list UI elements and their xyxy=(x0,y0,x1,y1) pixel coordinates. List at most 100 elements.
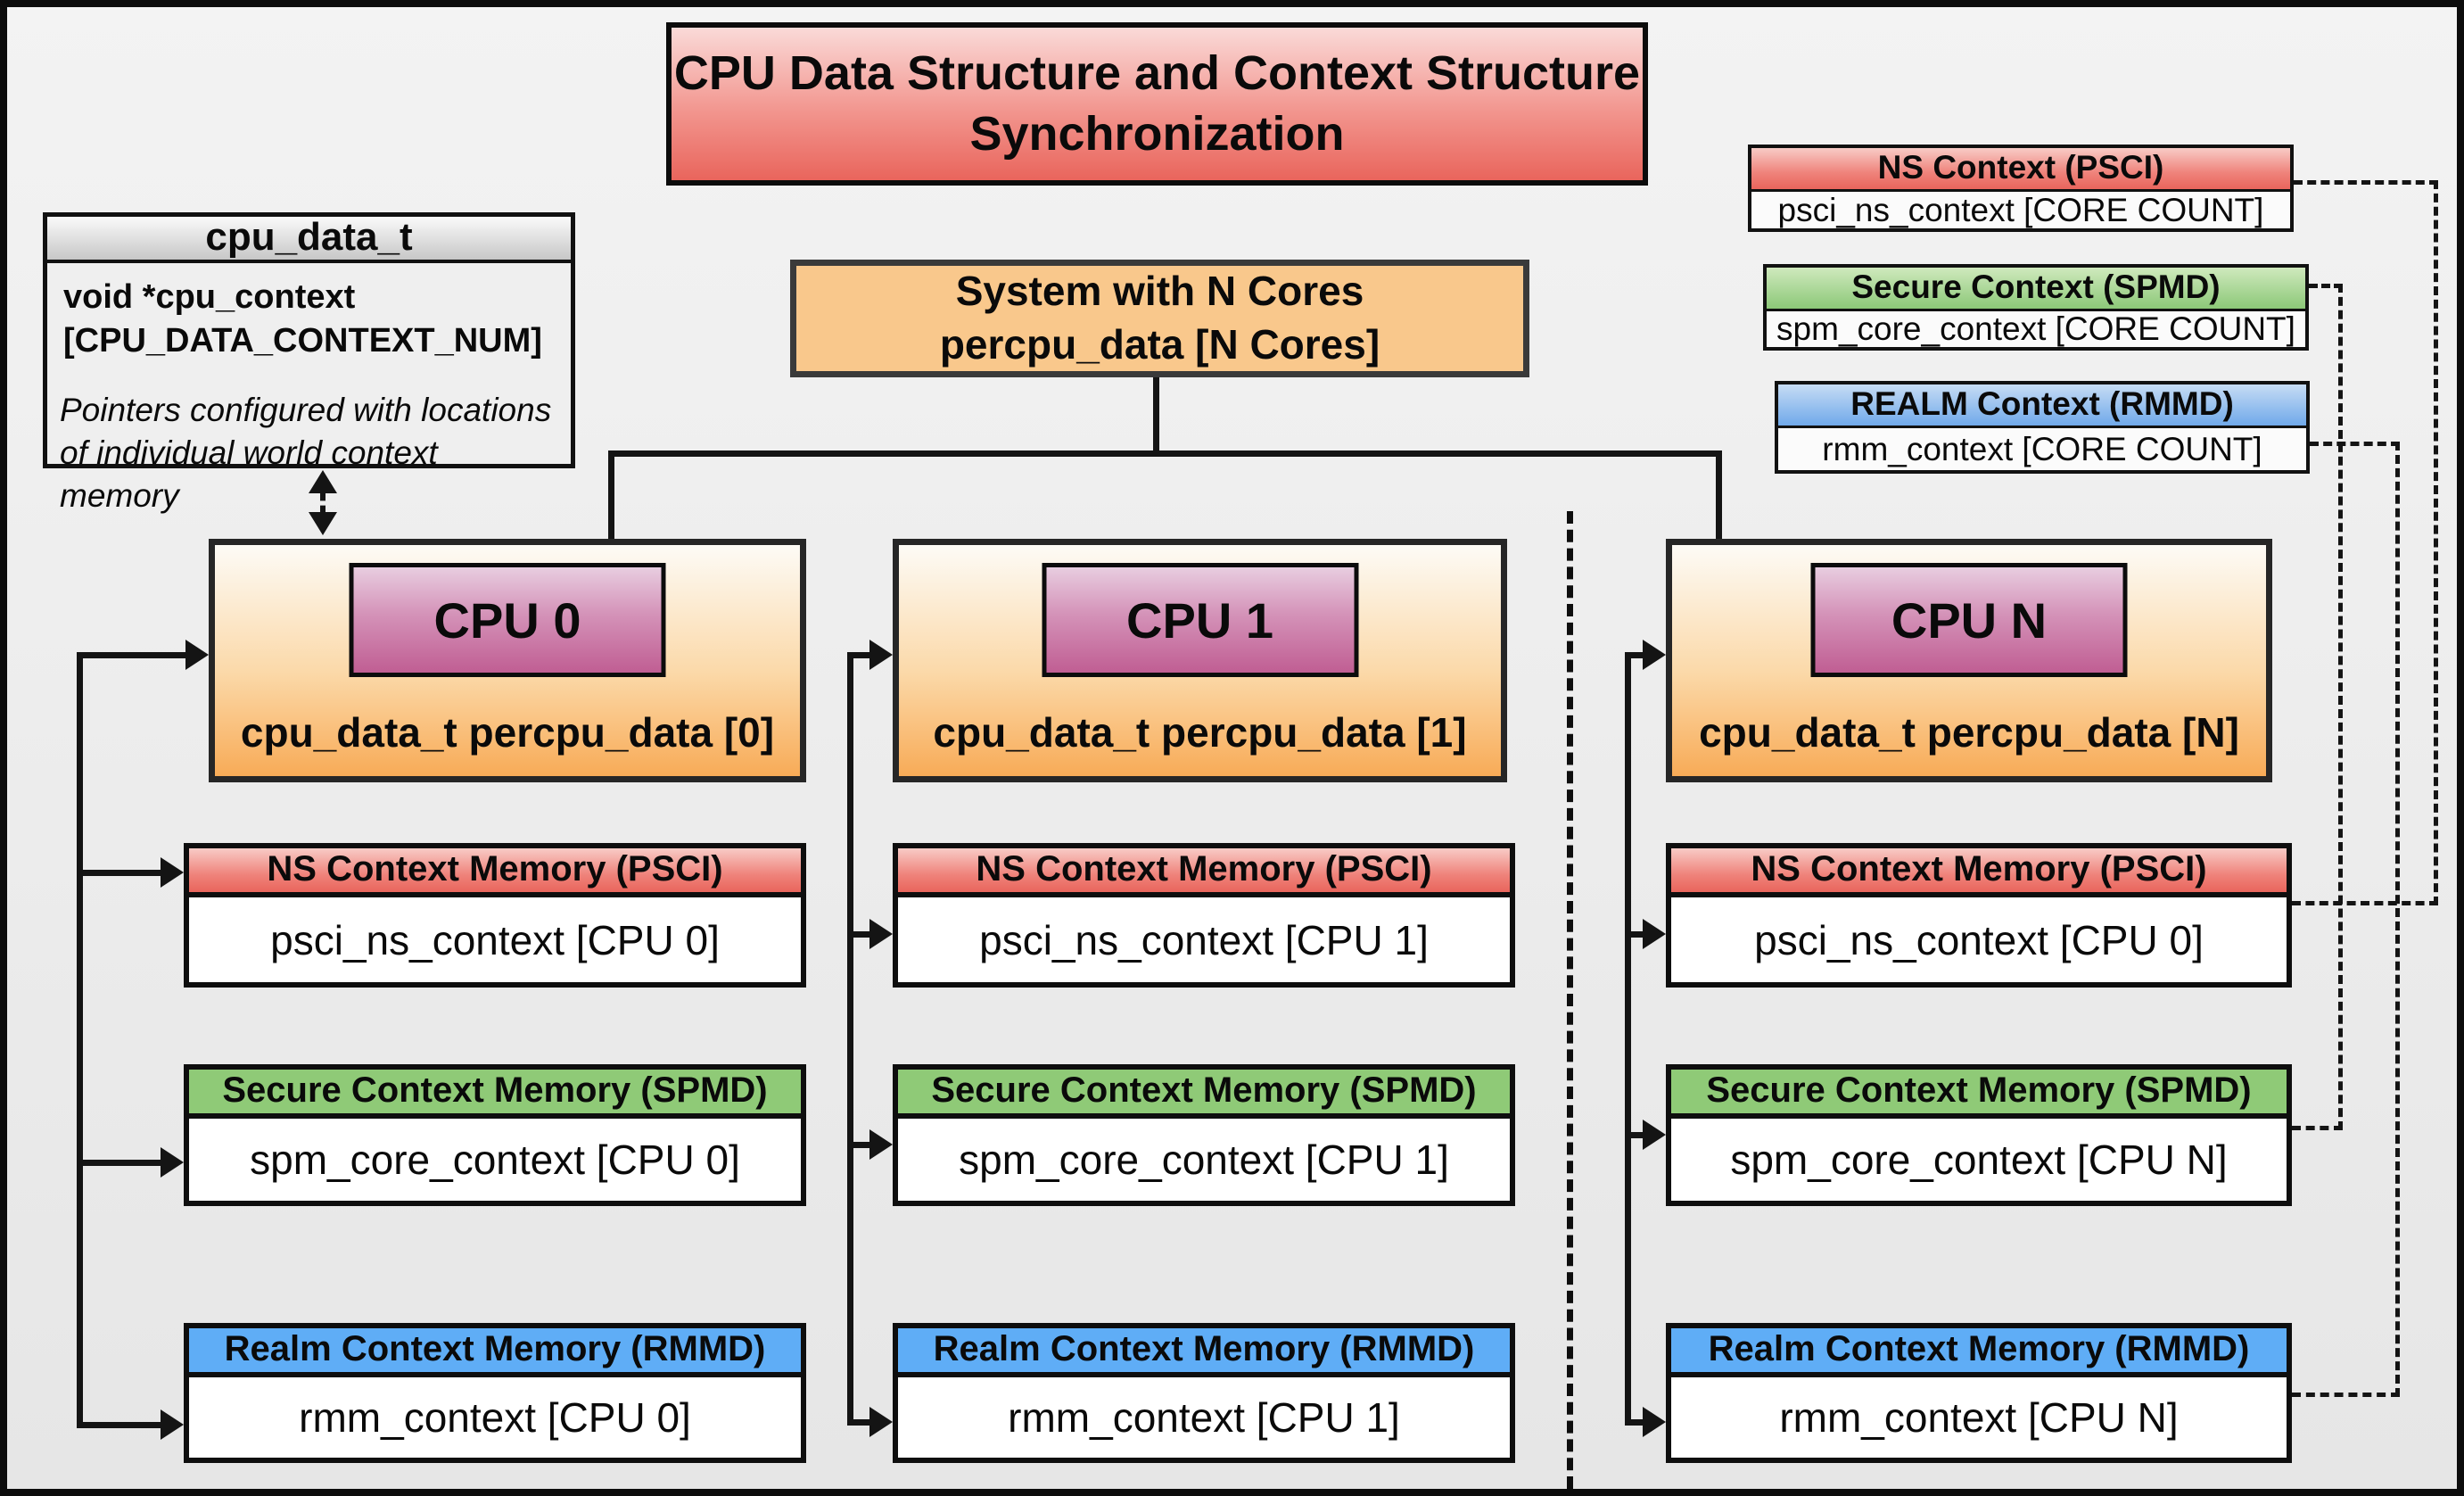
cpu1-ns-context-header: NS Context Memory (PSCI) xyxy=(898,848,1510,897)
dash-secure-top xyxy=(2309,284,2343,288)
dash-ns-vertical xyxy=(2434,180,2438,905)
dash-secure-bottom xyxy=(2292,1126,2343,1130)
legend-secure-context: Secure Context (SPMD) spm_core_context [… xyxy=(1763,264,2309,351)
cpu0-arrow-line-ns xyxy=(77,870,161,876)
cpun-realm-context-header: Realm Context Memory (RMMD) xyxy=(1671,1328,2287,1377)
dash-secure-vertical xyxy=(2338,284,2343,1130)
cpu-data-t-box: cpu_data_t void *cpu_context [CPU_DATA_C… xyxy=(43,212,575,514)
cpu0-ns-context-box: NS Context Memory (PSCI) psci_ns_context… xyxy=(184,843,806,988)
cpun-ns-context-header: NS Context Memory (PSCI) xyxy=(1671,848,2287,897)
dash-realm-top xyxy=(2310,442,2400,446)
cpu1-ns-context-box: NS Context Memory (PSCI) psci_ns_context… xyxy=(893,843,1515,988)
cpu1-secure-context-box: Secure Context Memory (SPMD) spm_core_co… xyxy=(893,1064,1515,1206)
cpun-realm-context-body: rmm_context [CPU N] xyxy=(1671,1377,2287,1458)
cpu0-realm-context-body: rmm_context [CPU 0] xyxy=(189,1377,801,1458)
legend-ns-header: NS Context (PSCI) xyxy=(1751,148,2290,192)
diagram-title-line1: CPU Data Structure and Context Structure xyxy=(673,46,1641,100)
dash-ns-top xyxy=(2294,180,2438,185)
connector-drop-cpun xyxy=(1716,450,1722,539)
dash-ns-bottom xyxy=(2292,901,2438,905)
cpun-secure-context-body: spm_core_context [CPU N] xyxy=(1671,1119,2287,1201)
cpu1-secure-context-body: spm_core_context [CPU 1] xyxy=(898,1119,1510,1201)
cpu0-ns-context-body: psci_ns_context [CPU 0] xyxy=(189,897,801,982)
cpu0-secure-context-box: Secure Context Memory (SPMD) spm_core_co… xyxy=(184,1064,806,1206)
cpu-data-t-field-line2: [CPU_DATA_CONTEXT_NUM] xyxy=(63,321,542,360)
cpu0-pointer-trunk xyxy=(77,652,83,1427)
cpu-data-t-note: Pointers configured with locations of in… xyxy=(47,362,571,517)
diagram-title: CPU Data Structure and Context Structure… xyxy=(666,22,1648,186)
diagram-title-line2: Synchronization xyxy=(969,106,1345,161)
legend-realm-context: REALM Context (RMMD) rmm_context [CORE C… xyxy=(1775,381,2310,474)
cpu1-arrow-secure-icon xyxy=(869,1129,893,1160)
cpun-ns-context-body: psci_ns_context [CPU 0] xyxy=(1671,897,2287,982)
cpu-data-t-field: void *cpu_context [CPU_DATA_CONTEXT_NUM] xyxy=(47,263,571,362)
cpu0-arrow-cpu-icon xyxy=(185,640,209,670)
connector-system-stem xyxy=(1153,377,1159,457)
cpu0-arrow-line-secure xyxy=(77,1160,161,1166)
legend-secure-header: Secure Context (SPMD) xyxy=(1767,268,2305,311)
cpun-realm-context-box: Realm Context Memory (RMMD) rmm_context … xyxy=(1666,1323,2292,1463)
cpu0-box: CPU 0 cpu_data_t percpu_data [0] xyxy=(209,539,806,782)
cpu1-arrow-line-cpu xyxy=(847,652,872,658)
cpu1-realm-context-body: rmm_context [CPU 1] xyxy=(898,1377,1510,1458)
cpun-arrow-cpu-icon xyxy=(1643,640,1666,670)
cpu1-arrow-line-ns xyxy=(847,931,872,938)
double-arrow-dash xyxy=(320,492,326,515)
system-box: System with N Cores percpu_data [N Cores… xyxy=(790,260,1529,377)
cpu1-secure-context-header: Secure Context Memory (SPMD) xyxy=(898,1070,1510,1119)
legend-secure-body: spm_core_context [CORE COUNT] xyxy=(1767,310,2305,347)
connector-branch-horizontal xyxy=(608,450,1722,457)
cpu1-realm-context-header: Realm Context Memory (RMMD) xyxy=(898,1328,1510,1377)
cpu0-realm-context-box: Realm Context Memory (RMMD) rmm_context … xyxy=(184,1323,806,1463)
cpun-data-label: cpu_data_t percpu_data [N] xyxy=(1699,709,2239,756)
cpu0-secure-context-body: spm_core_context [CPU 0] xyxy=(189,1119,801,1201)
cpu-data-t-note-line1: Pointers configured with locations xyxy=(60,392,552,429)
cpu1-arrow-realm-icon xyxy=(869,1407,893,1437)
cpu1-arrow-cpu-icon xyxy=(869,640,893,670)
cpu1-arrow-ns-icon xyxy=(869,919,893,949)
cpu0-realm-context-header: Realm Context Memory (RMMD) xyxy=(189,1328,801,1377)
cpu0-arrow-line-cpu xyxy=(77,652,185,658)
cpu1-realm-context-box: Realm Context Memory (RMMD) rmm_context … xyxy=(893,1323,1515,1463)
cpun-arrow-line-ns xyxy=(1625,931,1650,938)
cpu-data-t-note-line2: of individual world context memory xyxy=(60,434,438,515)
cpu1-ns-context-body: psci_ns_context [CPU 1] xyxy=(898,897,1510,982)
cpu0-arrow-line-realm xyxy=(77,1422,161,1428)
cpun-pointer-trunk xyxy=(1625,652,1631,1425)
cpu1-arrow-line-realm xyxy=(847,1419,872,1426)
cpun-arrow-realm-icon xyxy=(1643,1407,1666,1437)
legend-ns-context: NS Context (PSCI) psci_ns_context [CORE … xyxy=(1748,145,2294,232)
cpu0-badge: CPU 0 xyxy=(349,563,666,677)
double-arrow-down-icon xyxy=(309,512,337,535)
system-box-line1: System with N Cores xyxy=(955,268,1364,315)
cpu1-data-label: cpu_data_t percpu_data [1] xyxy=(933,709,1467,756)
cpun-arrow-line-secure xyxy=(1625,1132,1650,1138)
cpun-secure-context-box: Secure Context Memory (SPMD) spm_core_co… xyxy=(1666,1064,2292,1206)
cpun-box: CPU N cpu_data_t percpu_data [N] xyxy=(1666,539,2272,782)
cpun-badge: CPU N xyxy=(1810,563,2128,677)
cpun-ns-context-box: NS Context Memory (PSCI) psci_ns_context… xyxy=(1666,843,2292,988)
cpu-data-t-header: cpu_data_t xyxy=(47,217,571,263)
cpu0-secure-context-header: Secure Context Memory (SPMD) xyxy=(189,1070,801,1119)
column-divider-dashed xyxy=(1567,511,1573,1489)
legend-realm-body: rmm_context [CORE COUNT] xyxy=(1778,428,2306,470)
cpun-arrow-line-cpu xyxy=(1625,652,1650,658)
cpun-secure-context-header: Secure Context Memory (SPMD) xyxy=(1671,1070,2287,1119)
cpu0-data-label: cpu_data_t percpu_data [0] xyxy=(240,709,775,756)
cpun-arrow-secure-icon xyxy=(1643,1120,1666,1150)
legend-realm-header: REALM Context (RMMD) xyxy=(1778,384,2306,428)
cpu1-arrow-line-secure xyxy=(847,1142,872,1148)
cpu1-box: CPU 1 cpu_data_t percpu_data [1] xyxy=(893,539,1507,782)
cpu0-arrow-ns-icon xyxy=(161,857,184,888)
dash-realm-bottom xyxy=(2292,1393,2400,1397)
cpu0-arrow-secure-icon xyxy=(161,1147,184,1178)
legend-ns-body: psci_ns_context [CORE COUNT] xyxy=(1751,192,2290,228)
dash-realm-vertical xyxy=(2395,442,2400,1397)
double-arrow-up-icon xyxy=(309,470,337,493)
system-box-line2: percpu_data [N Cores] xyxy=(939,321,1380,368)
cpun-arrow-line-realm xyxy=(1625,1419,1650,1426)
cpu1-pointer-trunk xyxy=(847,652,853,1425)
cpu-data-t-field-line1: void *cpu_context xyxy=(63,278,356,316)
cpu0-ns-context-header: NS Context Memory (PSCI) xyxy=(189,848,801,897)
